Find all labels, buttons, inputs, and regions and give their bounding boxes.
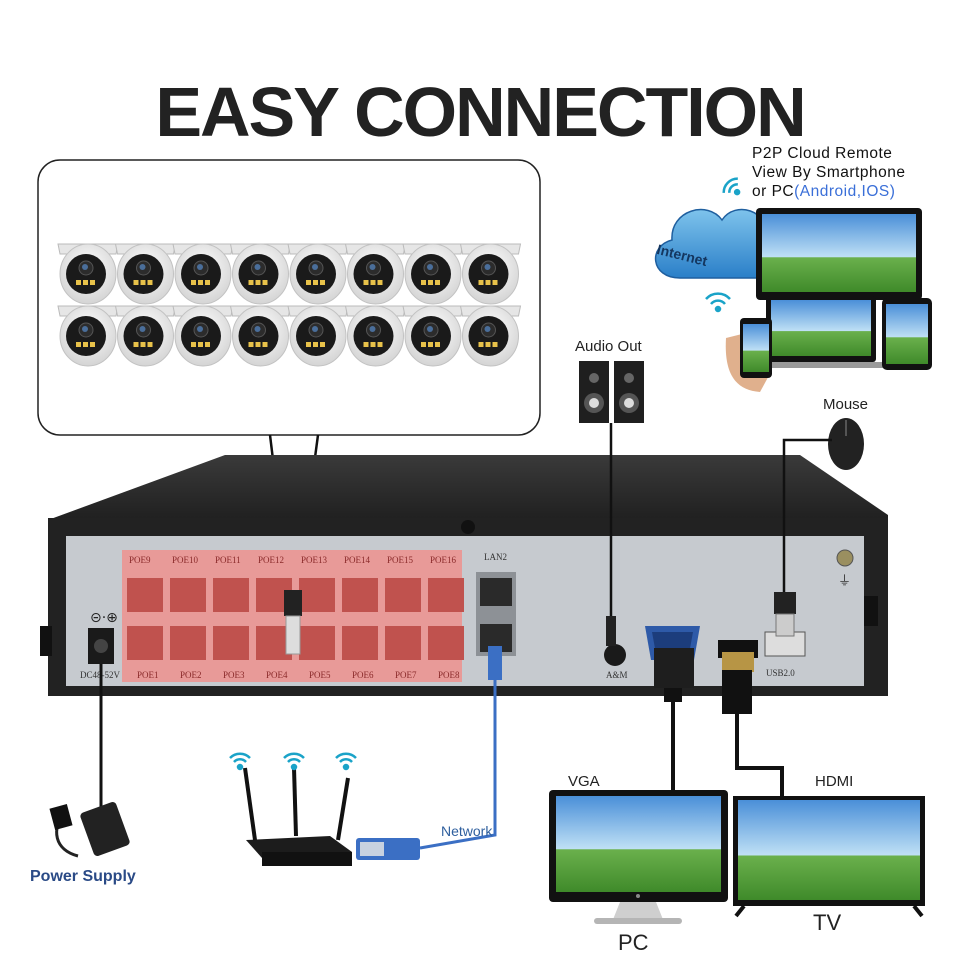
rj45-plug-head — [285, 615, 301, 655]
poe-port — [342, 626, 378, 660]
p2p-line3-prefix: or PC — [752, 183, 795, 200]
usb-label: USB2.0 — [766, 668, 795, 678]
poe-port-label: POE6 — [352, 670, 374, 680]
dome-camera — [287, 305, 349, 367]
camera-group-box — [37, 159, 541, 436]
poe-port-label: POE7 — [395, 670, 417, 680]
mouse-label: Mouse — [823, 396, 869, 413]
poe-port — [385, 626, 421, 660]
pc-monitor — [549, 790, 728, 924]
p2p-description: P2P Cloud Remote View By Smartphone or P… — [752, 144, 905, 201]
poe-port-label: POE1 — [137, 670, 159, 680]
poe-port-label: POE10 — [172, 555, 199, 565]
poe-port — [127, 578, 163, 612]
poe-port-label: POE5 — [309, 670, 331, 680]
audio-port — [604, 644, 626, 666]
svg-text:⊝·⊕: ⊝·⊕ — [90, 610, 118, 626]
audio-out-label: Audio Out — [575, 338, 642, 355]
dome-camera — [114, 305, 177, 367]
poe-port — [428, 626, 464, 660]
pc-label: PC — [618, 930, 649, 955]
hdmi-label: HDMI — [815, 773, 854, 790]
poe-ports: POE9 POE10 POE11 POE12 POE13 POE14 POE15 POE16P… — [127, 555, 464, 680]
network-label: Network — [441, 823, 493, 839]
dome-camera — [459, 243, 522, 305]
nvr-top — [48, 455, 888, 530]
hdmi-plug — [722, 652, 754, 672]
poe-port — [170, 578, 206, 612]
poe-port — [299, 626, 335, 660]
poe-port-label: POE13 — [301, 555, 328, 565]
p2p-line1: P2P Cloud Remote — [752, 145, 893, 162]
dome-camera — [459, 305, 522, 367]
mouse-cable — [782, 438, 832, 595]
p2p-line3: or PC(Android,IOS) — [752, 182, 905, 201]
dome-camera — [172, 243, 234, 305]
power-supply-label: Power Supply — [30, 868, 136, 885]
poe-port — [213, 626, 249, 660]
poe-port-label: POE14 — [344, 555, 371, 565]
p2p-line2: View By Smartphone — [752, 164, 906, 181]
rj45-plug — [284, 590, 302, 616]
dome-camera — [344, 305, 407, 367]
smartphone-hand — [725, 318, 772, 392]
audio-port-label: A&M — [606, 670, 628, 680]
mouse — [828, 418, 864, 470]
power-adapter — [49, 802, 130, 858]
poe-port-label: POE12 — [258, 555, 284, 565]
poe-port-label: POE15 — [387, 555, 414, 565]
lan-plug — [488, 646, 502, 680]
page-title: EASY CONNECTION — [155, 73, 806, 151]
poe-port — [213, 578, 249, 612]
lan-port — [476, 572, 516, 656]
wifi-icon-top — [705, 177, 741, 313]
dome-camera — [114, 243, 177, 305]
nvr-screw — [461, 520, 475, 534]
poe-port-label: POE16 — [430, 555, 457, 565]
vga-plug — [654, 648, 694, 688]
dome-camera — [229, 305, 292, 367]
poe-port — [428, 578, 464, 612]
router — [243, 767, 352, 866]
poe-port-label: POE8 — [438, 670, 460, 680]
ground-screw — [836, 549, 854, 567]
tv-label: TV — [813, 910, 842, 935]
p2p-line3-highlight: (Android,IOS) — [794, 183, 896, 200]
poe-port-label: POE11 — [215, 555, 241, 565]
poe-port — [127, 626, 163, 660]
desktop-small — [756, 296, 886, 368]
speaker-right — [614, 361, 644, 423]
poe-port-label: POE4 — [266, 670, 288, 680]
poe-port — [170, 626, 206, 660]
poe-port-label: POE3 — [223, 670, 245, 680]
poe-port — [299, 578, 335, 612]
dome-camera — [402, 305, 464, 367]
dome-camera — [402, 243, 464, 305]
network-cable — [419, 680, 497, 850]
vga-label: VGA — [568, 773, 600, 790]
poe-port — [385, 578, 421, 612]
laptop — [756, 208, 922, 300]
tv — [733, 796, 925, 918]
dc-port: ⊝·⊕ — [88, 610, 118, 664]
dome-camera — [172, 305, 234, 367]
dome-camera — [57, 305, 119, 367]
speaker-left — [579, 361, 609, 423]
svg-text:⏚: ⏚ — [838, 574, 851, 589]
wifi-icons — [229, 752, 357, 771]
dome-camera — [287, 243, 349, 305]
dome-camera — [57, 243, 119, 305]
tablet — [882, 298, 932, 370]
camera-grid — [57, 243, 522, 367]
dome-camera — [344, 243, 407, 305]
poe-port — [342, 578, 378, 612]
poe-port-label: POE9 — [129, 555, 151, 565]
poe-port-label: POE2 — [180, 670, 202, 680]
hdmi-cable — [735, 714, 784, 798]
dome-camera — [229, 243, 292, 305]
lan-label: LAN2 — [484, 552, 507, 562]
